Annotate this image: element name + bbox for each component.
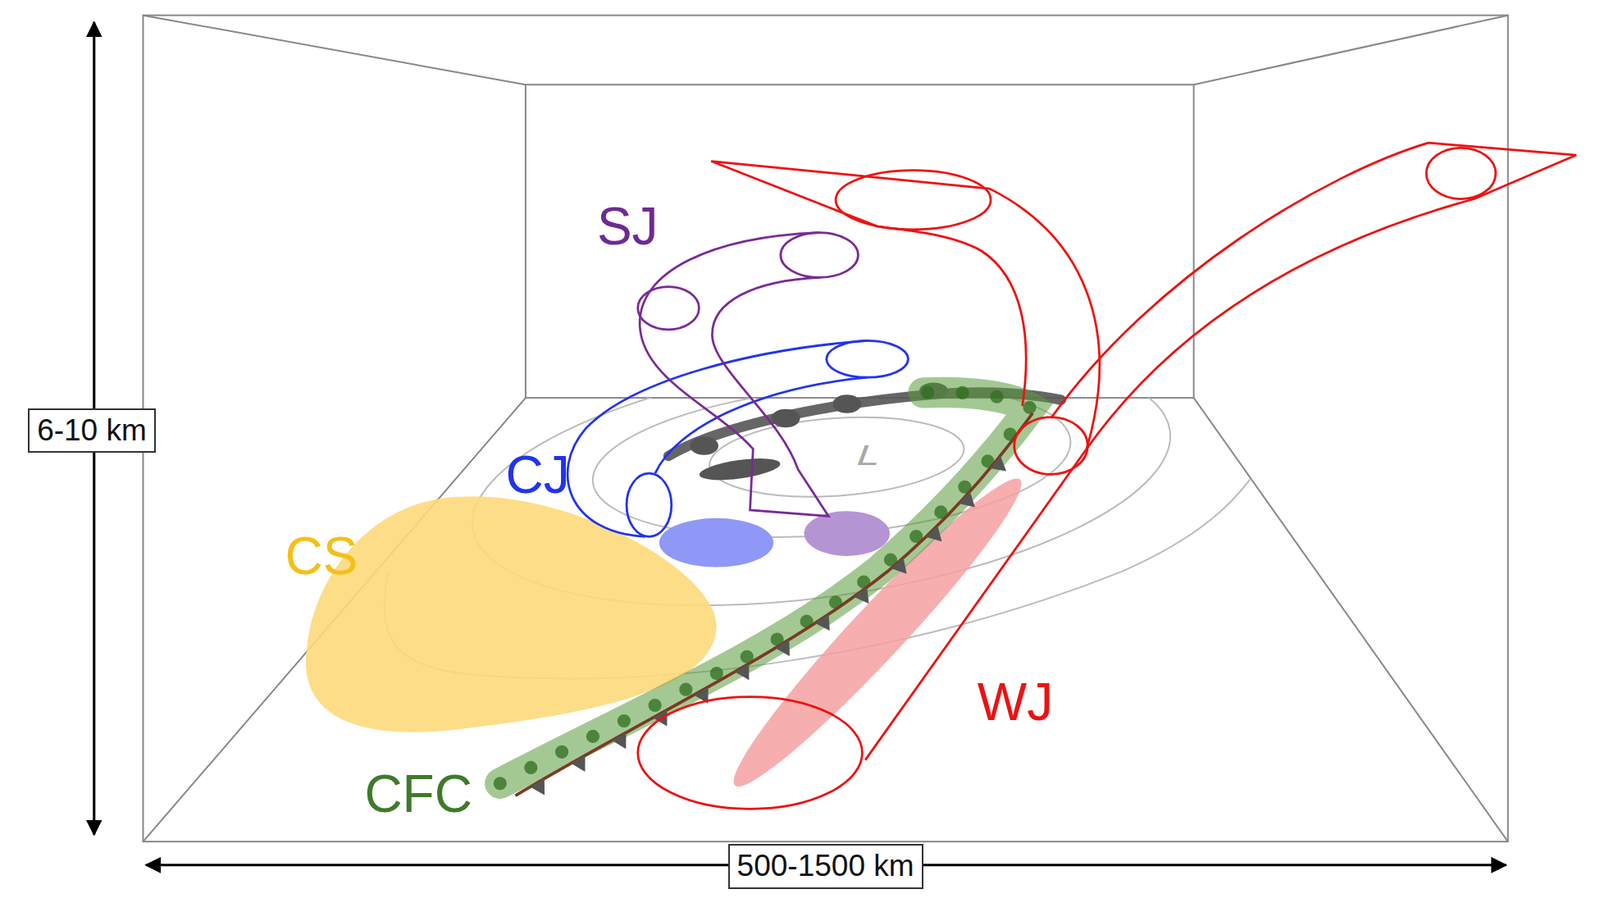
front-triangle <box>815 614 830 631</box>
warm-jet-airstream <box>638 142 1577 809</box>
sting-jet-footprint <box>803 510 889 557</box>
warm-jet-label: WJ <box>977 675 1053 729</box>
front-triangle <box>611 732 626 749</box>
cold-front-convection <box>500 392 1033 796</box>
sting-jet-label: SJ <box>597 200 659 253</box>
front-triangle <box>530 778 545 795</box>
front-triangle <box>853 587 869 604</box>
cold-jet-label: CJ <box>505 448 570 502</box>
front-triangle <box>989 455 1007 472</box>
dimension-text: 500-1500 km <box>737 848 915 885</box>
dimension-box: 500-1500 km <box>728 843 924 889</box>
dimension-arrows <box>94 22 1506 865</box>
front-triangle <box>774 639 790 657</box>
front-triangle <box>734 663 749 680</box>
low-pressure-symbol: L <box>852 440 887 470</box>
cold-front-convection-label: CFC <box>364 767 473 821</box>
cold-jet-airstream <box>567 340 908 537</box>
cold-jet-footprint <box>659 518 774 568</box>
front-triangle <box>925 525 942 542</box>
dimension-box: 6-10 km <box>27 408 156 454</box>
perspective-box <box>142 15 1508 843</box>
front-triangle <box>891 557 908 575</box>
cold-sector-label: CS <box>284 529 358 583</box>
sting-jet-airstream <box>638 232 859 517</box>
front-triangle <box>570 755 585 772</box>
front-triangle <box>958 491 976 507</box>
dimension-text: 6-10 km <box>36 413 147 449</box>
